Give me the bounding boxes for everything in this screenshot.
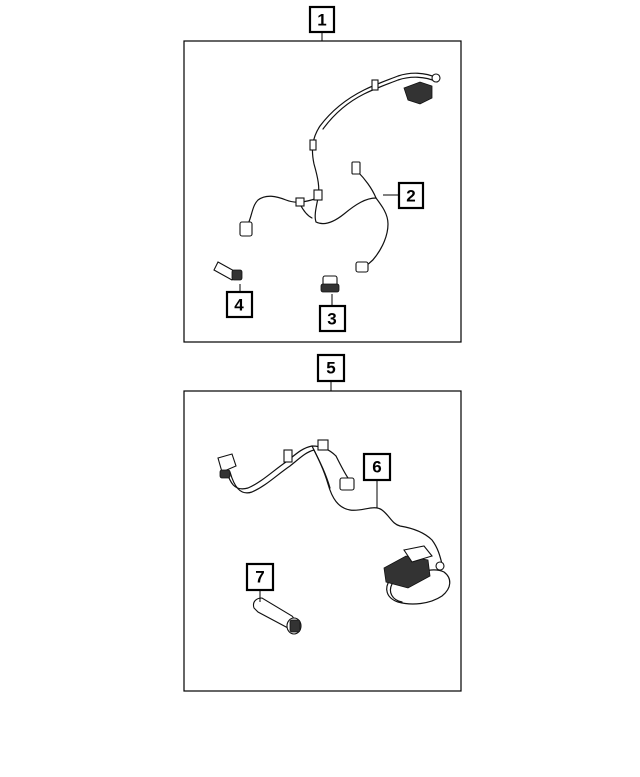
kit-frame-bottom (183, 390, 462, 692)
harness-connector-left (239, 221, 253, 237)
callout-3[interactable]: 3 (318, 294, 347, 333)
callout-5[interactable]: 5 (316, 353, 346, 391)
harness-connector-lower (355, 261, 369, 273)
harness-clip-b1 (283, 449, 293, 463)
callout-7[interactable]: 7 (245, 562, 275, 602)
callout-4[interactable]: 4 (225, 284, 254, 319)
sensor-part-7 (252, 597, 302, 635)
callout-4-label: 4 (234, 296, 244, 315)
callout-1-label: 1 (317, 11, 326, 30)
sensor-part-4 (213, 261, 243, 281)
callout-1[interactable]: 1 (308, 5, 336, 41)
harness-connector-main (403, 73, 441, 105)
callout-3-label: 3 (327, 310, 336, 329)
callout-6[interactable]: 6 (362, 452, 392, 508)
harness-connector-block (383, 545, 445, 589)
callout-7-label: 7 (255, 568, 264, 587)
harness-connector-mid (339, 477, 355, 491)
wiring-harness-bottom (217, 439, 451, 605)
harness-clip-2 (295, 197, 305, 207)
harness-connector-left-end (217, 453, 237, 479)
harness-clip-4 (309, 139, 317, 151)
harness-clip-1 (313, 189, 323, 201)
callout-5-label: 5 (326, 359, 335, 378)
callout-6-label: 6 (372, 458, 381, 477)
harness-clip-3 (371, 79, 379, 91)
wiring-harness-top (239, 72, 441, 273)
callout-2[interactable]: 2 (383, 181, 425, 210)
callout-2-label: 2 (406, 187, 415, 206)
harness-clip-b2 (317, 439, 329, 451)
harness-connector-upper (351, 161, 361, 175)
sensor-part-3 (320, 275, 340, 293)
